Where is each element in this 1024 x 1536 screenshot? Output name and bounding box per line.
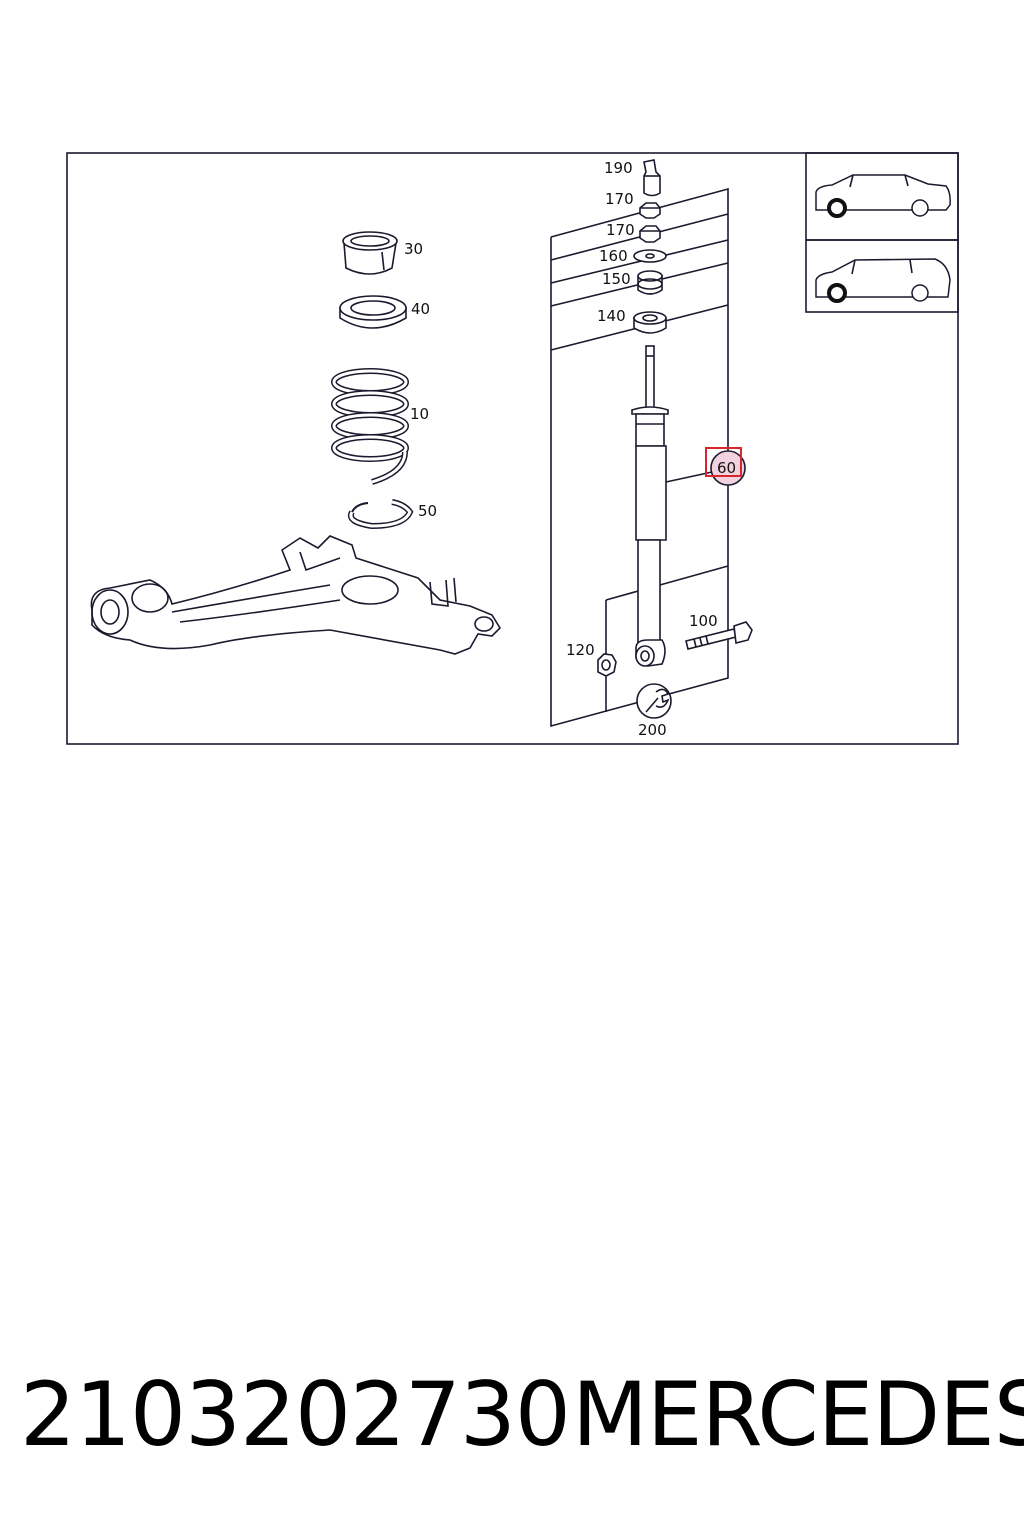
part-10-coil-spring[interactable] [331,347,409,485]
callout-120[interactable]: 120 [566,641,595,659]
sedan-car-icon[interactable] [815,174,951,218]
callout-170-upper[interactable]: 170 [605,190,634,208]
part-150-rubber-mount[interactable] [637,270,663,295]
part-30-spring-mount[interactable] [342,231,398,275]
callout-200[interactable]: 200 [638,721,667,739]
part-50-spring-clip[interactable] [348,499,414,530]
callout-100[interactable]: 100 [689,612,718,630]
part-190-protective-cap[interactable] [643,159,661,197]
wrench-icon[interactable] [636,683,672,719]
part-160-washer[interactable] [633,249,667,263]
rear-control-arm[interactable] [90,535,502,655]
parts-diagram: 30 40 10 50 [66,152,959,745]
part-60-highlight-marker[interactable]: 60 [705,447,746,486]
callout-10[interactable]: 10 [410,405,429,423]
callout-190[interactable]: 190 [604,159,633,177]
callout-140[interactable]: 140 [597,307,626,325]
brand-name: MERCEDES [572,1363,1024,1466]
callout-50[interactable]: 50 [418,502,437,520]
callout-60[interactable]: 60 [717,459,736,477]
callout-40[interactable]: 40 [411,300,430,318]
part-40-spring-pad[interactable] [339,295,407,329]
estate-car-icon[interactable] [815,258,951,303]
part-number: 2103202730 [20,1363,571,1466]
callout-30[interactable]: 30 [404,240,423,258]
callout-160[interactable]: 160 [599,247,628,265]
part-140-rubber-mount[interactable] [633,311,667,334]
callout-170-lower[interactable]: 170 [606,221,635,239]
diagram-frame [66,152,959,745]
vehicle-selector[interactable] [805,152,959,313]
callout-150[interactable]: 150 [602,270,631,288]
part-170-nut-lower[interactable] [639,225,661,243]
part-120-nut[interactable] [597,653,617,677]
part-footer: 2103202730 MERCEDES [0,1360,1024,1470]
part-100-bolt[interactable] [685,621,753,650]
part-60-shock-absorber[interactable] [631,345,669,667]
part-170-nut-upper[interactable] [639,202,661,219]
